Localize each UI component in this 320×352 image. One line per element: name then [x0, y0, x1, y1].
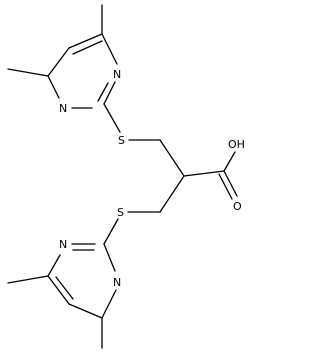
bond — [47, 47, 70, 77]
atom-n: N — [59, 238, 67, 251]
molecule-structure: N N S OH O S N N — [7, 4, 245, 349]
atom-s: S — [118, 134, 125, 147]
atom-n: N — [59, 102, 67, 115]
atom-s: S — [117, 206, 124, 219]
methyl-bond — [7, 68, 49, 77]
bond — [101, 33, 118, 65]
bond — [103, 243, 116, 272]
bond — [159, 175, 185, 213]
carbonyl-bond — [223, 170, 238, 197]
bond — [68, 33, 103, 49]
bond — [47, 254, 61, 277]
bond — [103, 103, 121, 133]
bond — [47, 75, 60, 99]
bond — [103, 218, 119, 245]
bond — [159, 139, 185, 177]
bond — [223, 151, 236, 172]
bond — [183, 170, 225, 177]
top-pyrimidine-ring — [47, 33, 118, 109]
bond — [72, 40, 103, 55]
bond — [97, 82, 109, 102]
atom-n: N — [113, 276, 121, 289]
carbonyl-bond — [218, 173, 233, 200]
atom-n: N — [113, 68, 121, 81]
methyl-bond — [7, 275, 49, 284]
bond — [101, 289, 117, 319]
bottom-pyrimidine-ring — [47, 243, 117, 319]
bond — [55, 276, 74, 300]
bond — [103, 81, 116, 105]
atom-oh: OH — [228, 138, 245, 151]
bond — [47, 275, 70, 305]
bond — [68, 303, 103, 319]
atom-o: O — [233, 200, 242, 213]
